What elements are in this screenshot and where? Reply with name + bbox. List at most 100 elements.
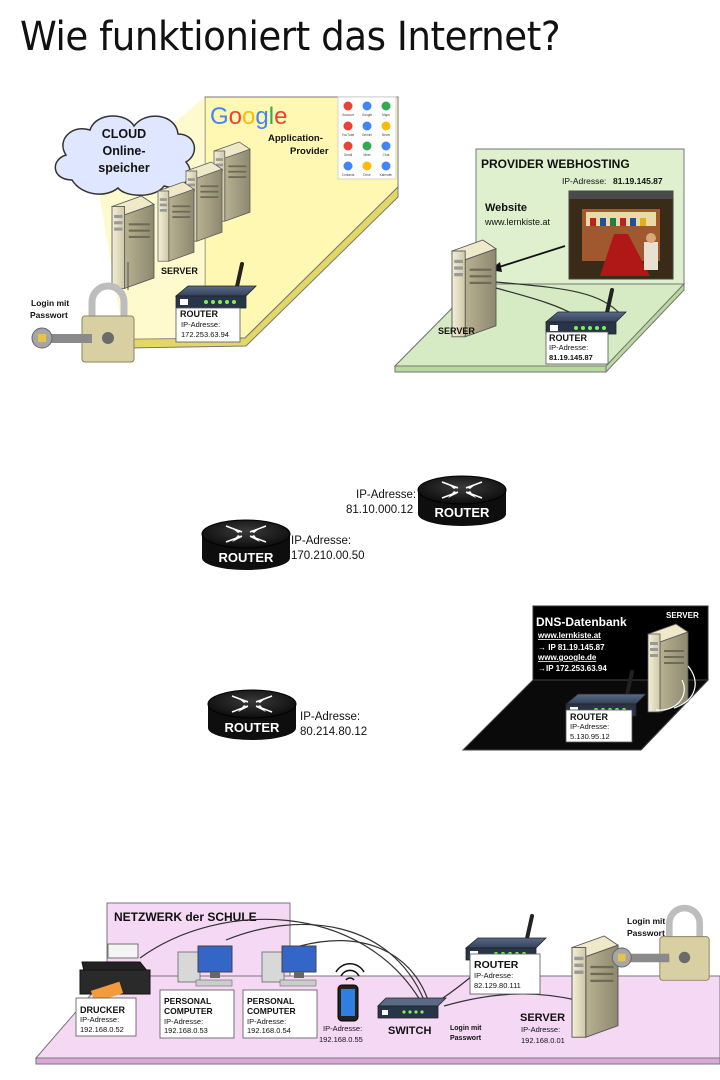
- google-app-icon: [362, 161, 372, 171]
- dns-router-label-box: ROUTER IP-Adresse: 5.130.95.12: [565, 709, 633, 743]
- cloud-router-ip: 172.253.63.94: [181, 330, 229, 339]
- cloud-router-ip-label: IP-Adresse:: [181, 320, 220, 329]
- cloud-line2: Online-: [102, 144, 145, 158]
- school-server-icon: [571, 935, 619, 1038]
- pc1-line2: COMPUTER: [164, 1006, 213, 1016]
- printer-title: DRUCKER: [80, 1005, 126, 1015]
- google-logo-letter: l: [269, 103, 274, 130]
- google-app-icon: [362, 101, 372, 111]
- school-router-title: ROUTER: [474, 959, 519, 971]
- cloud-login-line1: Login mit: [31, 298, 69, 308]
- google-logo-letter: o: [229, 103, 242, 130]
- pc2-line1: PERSONAL: [247, 996, 294, 1006]
- cloud-login-line2: Passwort: [30, 310, 68, 320]
- google-app-icon: [343, 161, 353, 171]
- school-title: NETZWERK der SCHULE: [114, 910, 257, 924]
- google-app-icon: [381, 101, 391, 111]
- internet-router-3-ip: 80.214.80.12: [300, 726, 367, 738]
- dns-router-ip: 5.130.95.12: [570, 732, 610, 741]
- provider-label-line2: Provider: [290, 146, 329, 157]
- pc2-label-box: PERSONAL COMPUTER IP-Adresse: 192.168.0.…: [242, 989, 318, 1039]
- internet-router-1-badge: ROUTER: [435, 505, 491, 520]
- printer-icon: [79, 943, 151, 1003]
- switch-icon: [377, 997, 447, 1019]
- internet-router-3-ip-label: IP-Adresse:: [300, 711, 360, 723]
- pc1-icon: [177, 945, 233, 987]
- google-logo-text: Google: [210, 103, 287, 130]
- webhosting-server-label: SERVER: [438, 326, 475, 336]
- provider-label-line1: Application-: [268, 133, 323, 144]
- website-arrow: [495, 245, 566, 269]
- phone-ip-label: IP-Adresse:: [323, 1024, 362, 1033]
- dns-router-title: ROUTER: [570, 712, 609, 722]
- google-app-label: Google: [362, 113, 373, 117]
- printer-label-box: DRUCKER IP-Adresse: 192.168.0.52: [75, 997, 137, 1037]
- pc2-icon: [261, 945, 317, 987]
- dns-entry1-domain: www.lernkiste.at: [537, 631, 601, 640]
- cloud-shape: [54, 115, 196, 196]
- school-router-label-box: ROUTER IP-Adresse: 82.129.80.111: [469, 953, 541, 995]
- internet-router-2: ROUTER IP-Adresse: 170.210.00.50: [201, 519, 365, 571]
- school-login-line2: Passwort: [627, 928, 665, 938]
- google-app-label: Maps: [382, 113, 390, 117]
- dns-server-label: SERVER: [666, 611, 699, 620]
- webhosting-server-icon: [451, 239, 497, 338]
- pc2-ip: 192.168.0.54: [247, 1026, 291, 1035]
- school-router-ip-label: IP-Adresse:: [474, 971, 513, 980]
- webhosting-ip: 81.19.145.87: [613, 176, 663, 186]
- pc2-ip-label: IP-Adresse:: [247, 1017, 286, 1026]
- cloud-router-label-box: ROUTER IP-Adresse: 172.253.63.94: [175, 307, 241, 343]
- google-app-icon: [362, 141, 372, 151]
- school-router-ip: 82.129.80.111: [474, 981, 521, 990]
- google-app-label: Gmail: [344, 153, 353, 157]
- internet-router-1-ip-label: IP-Adresse:: [356, 489, 416, 501]
- google-app-label: Drive: [363, 173, 371, 177]
- google-app-label: Chat: [383, 153, 390, 157]
- google-app-label: Meet: [363, 153, 370, 157]
- webhosting-router-ip-label: IP-Adresse:: [549, 343, 588, 352]
- google-logo-letter: G: [210, 103, 229, 130]
- cloud-line3: speicher: [98, 161, 150, 175]
- pc1-ip-label: IP-Adresse:: [164, 1017, 203, 1026]
- webhosting-router-title: ROUTER: [549, 333, 588, 343]
- google-app-label: Kalender: [380, 173, 394, 177]
- cloud-provider-area: CLOUD Online- speicher Google Applicatio…: [30, 96, 399, 362]
- webhosting-title: PROVIDER WEBHOSTING: [481, 157, 630, 171]
- dns-entry2-ip: →IP 172.253.63.94: [538, 664, 607, 673]
- dns-area: DNS-Datenbank SERVER www.lernkiste.at → …: [461, 605, 710, 751]
- switch-login-line1: Login mit: [450, 1025, 482, 1032]
- google-app-label: YouTube: [342, 133, 355, 137]
- school-login-line1: Login mit: [627, 916, 665, 926]
- internet-router-1: ROUTER IP-Adresse: 81.10.000.12: [346, 475, 507, 527]
- printer-ip: 192.168.0.52: [80, 1025, 124, 1034]
- switch-label: SWITCH: [388, 1025, 431, 1037]
- school-server-ip: 192.168.0.01: [521, 1036, 565, 1045]
- cloud-line1: CLOUD: [102, 127, 146, 141]
- google-app-icon: [381, 161, 391, 171]
- google-app-label: Contacts: [342, 173, 355, 177]
- google-logo-letter: g: [255, 103, 268, 130]
- dns-title: DNS-Datenbank: [536, 615, 627, 629]
- google-app-icon: [343, 101, 353, 111]
- wifi-icon: [335, 963, 365, 981]
- smartphone-icon: [337, 984, 359, 1022]
- google-logo-letter: o: [242, 103, 255, 130]
- switch-login-line2: Passwort: [450, 1035, 482, 1042]
- dns-entry2-domain: www.google.de: [537, 653, 597, 662]
- pc1-line1: PERSONAL: [164, 996, 211, 1006]
- phone-ip: 192.168.0.55: [319, 1035, 363, 1044]
- website-screenshot: [568, 190, 674, 280]
- google-logo: Google: [210, 103, 287, 130]
- google-app-icon: [343, 121, 353, 131]
- internet-router-1-ip: 81.10.000.12: [346, 504, 413, 516]
- dns-router-ip-label: IP-Adresse:: [570, 722, 609, 731]
- dns-entry1-ip: → IP 81.19.145.87: [538, 643, 605, 652]
- webhosting-router-label-box: ROUTER IP-Adresse: 81.19.145.87: [545, 331, 609, 365]
- google-logo-letter: e: [274, 103, 287, 130]
- internet-router-2-ip-label: IP-Adresse:: [291, 535, 351, 547]
- webhosting-area: PROVIDER WEBHOSTING IP-Adresse: 81.19.14…: [393, 148, 686, 374]
